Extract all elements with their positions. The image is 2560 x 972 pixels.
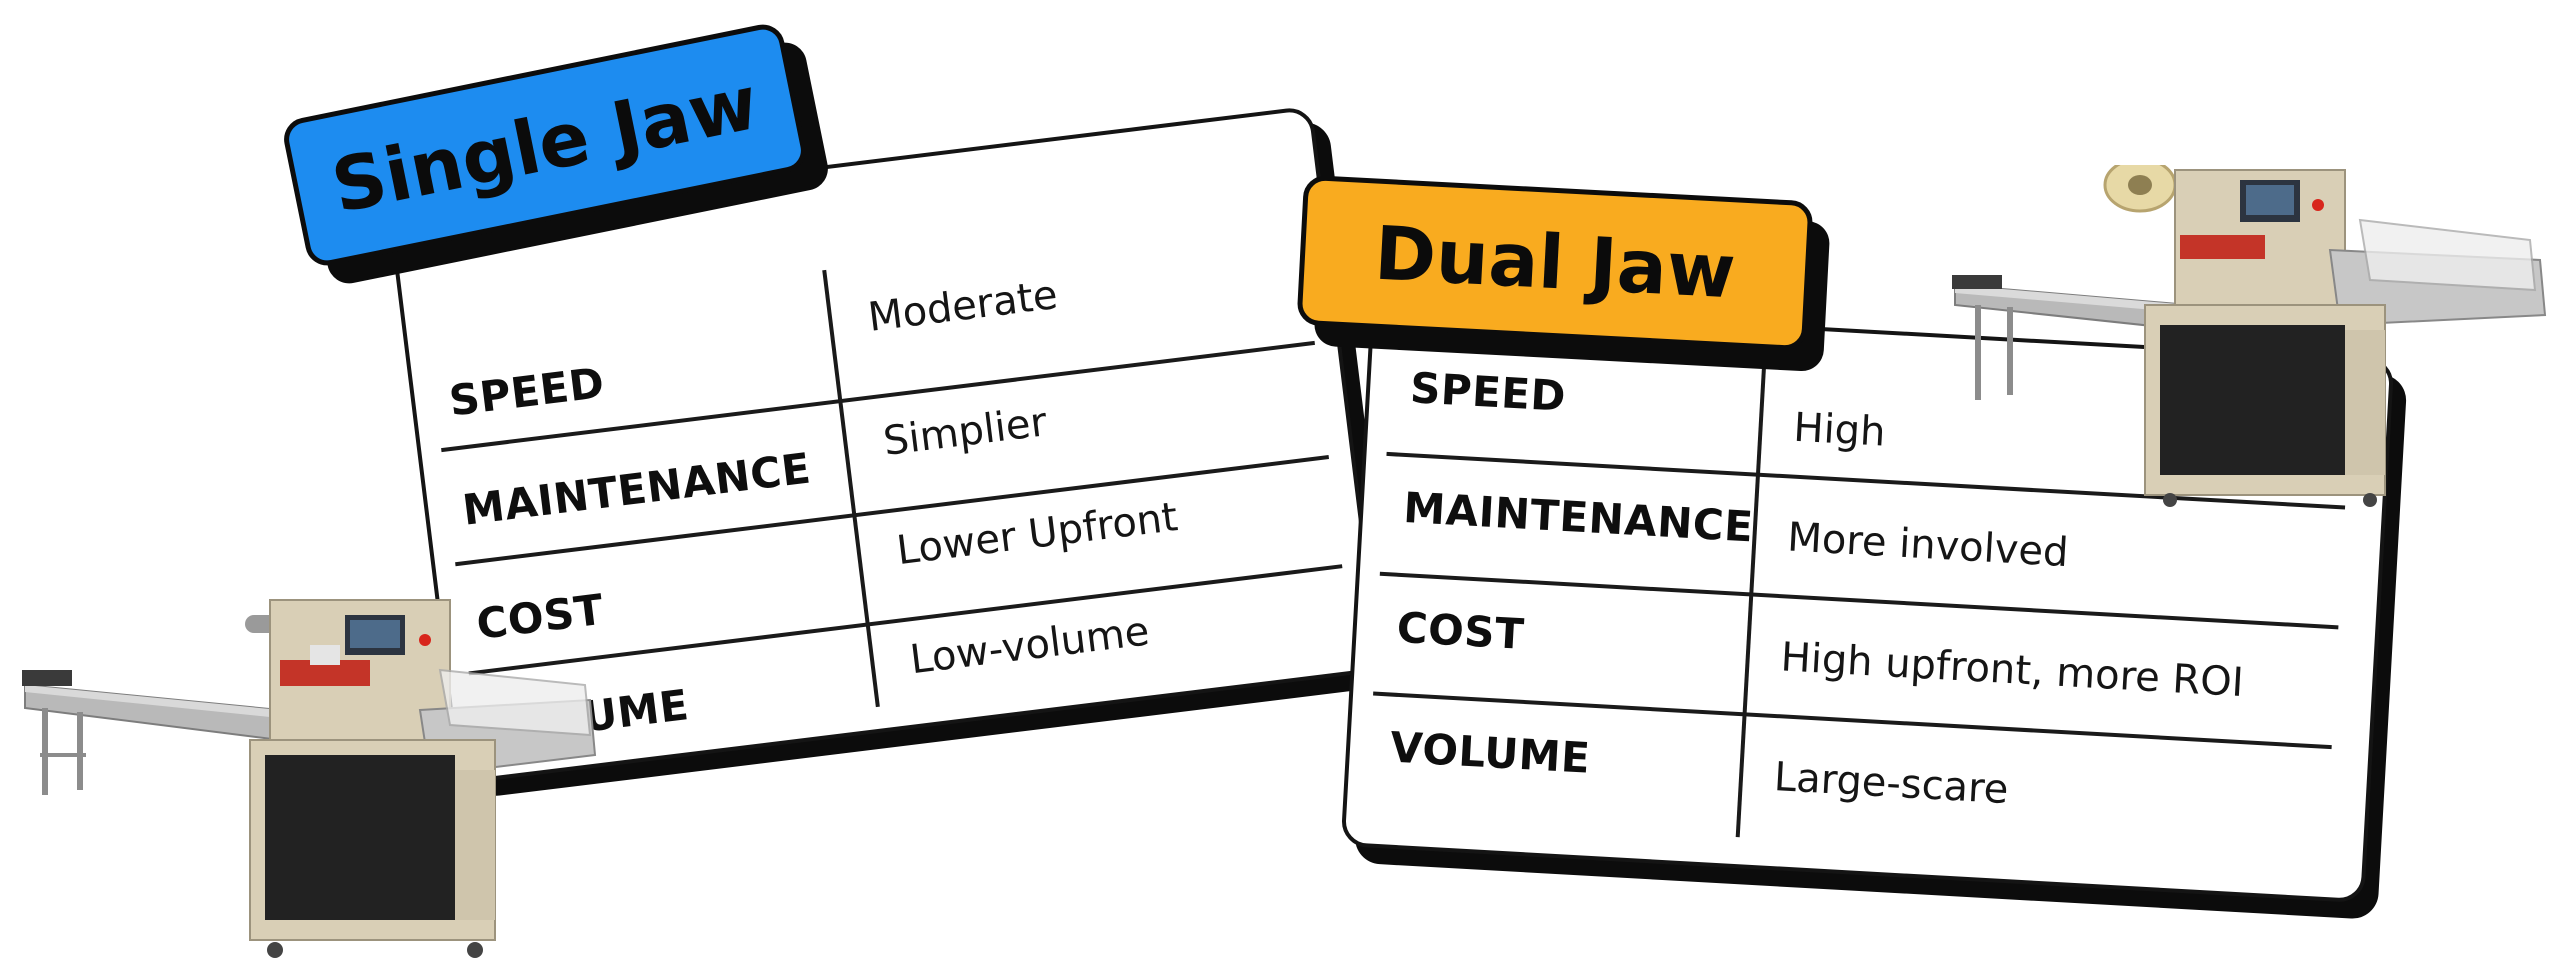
machine-illustration-left <box>22 599 597 958</box>
column-divider <box>1735 367 1766 838</box>
dual-jaw-tag: Dual Jaw <box>1296 174 1831 373</box>
dual-maintenance-value: More involved <box>1786 514 2070 577</box>
dual-jaw-tag-face: Dual Jaw <box>1296 174 1814 352</box>
dual-speed-value: High <box>1792 404 1887 456</box>
dual-volume-value: Large-scare <box>1772 754 2010 814</box>
dual-cost-value: High upfront, more ROI <box>1779 634 2245 707</box>
dual-maintenance-label: MAINTENANCE <box>1402 482 1755 552</box>
single-speed-value: Moderate <box>865 272 1061 341</box>
single-maintenance-label: MAINTENANCE <box>459 443 814 535</box>
dual-speed-label: SPEED <box>1408 363 1568 421</box>
dual-jaw-title: Dual Jaw <box>1372 210 1738 316</box>
dual-cost-label: COST <box>1395 602 1526 659</box>
single-maintenance-value: Simplier <box>880 399 1050 465</box>
machine-illustration-right <box>1952 165 2547 507</box>
dual-volume-label: VOLUME <box>1388 722 1592 783</box>
single-speed-label: SPEED <box>446 357 608 426</box>
single-volume-value: Low-volume <box>907 608 1152 684</box>
